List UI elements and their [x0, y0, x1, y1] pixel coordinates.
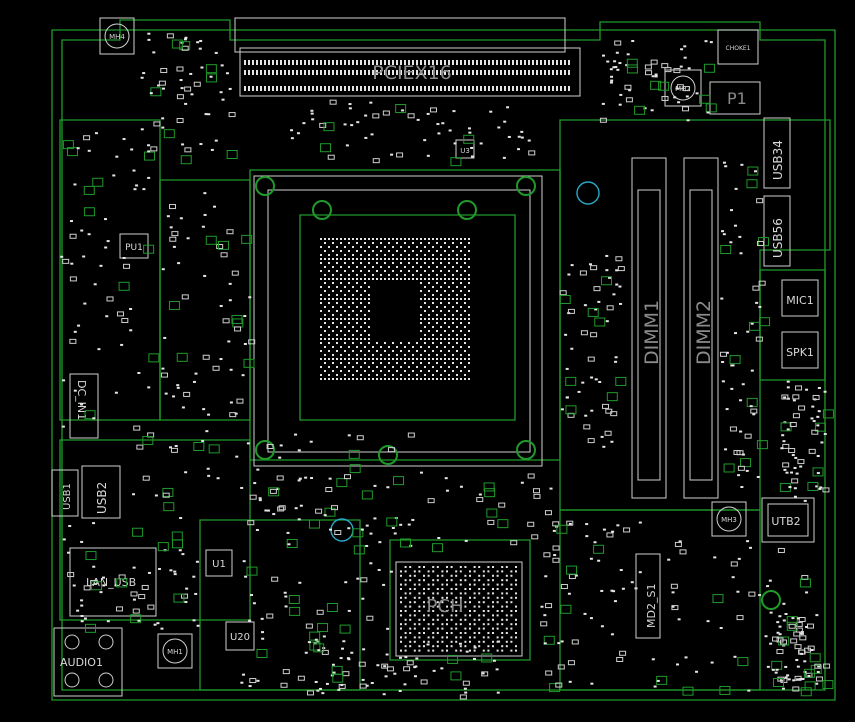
mh1-label: MH1 [167, 648, 183, 656]
usb2-connector: USB2 [81, 465, 121, 519]
p1-label: P1 [727, 89, 747, 108]
smd-components [60, 32, 834, 700]
mic-label: MIC1 [786, 294, 813, 307]
mh4-label: MH4 [109, 33, 125, 41]
dimm2-label: DIMM2 [693, 300, 715, 365]
spk-connector: SPK1 [781, 331, 819, 369]
u3-label: U3 [460, 147, 470, 155]
choke-label: CHOKE1 [726, 45, 751, 52]
usb56-connector: USB56 [763, 195, 791, 267]
md2-label: MD2_S1 [645, 584, 658, 628]
pcie-slot: PCIEX16 [234, 17, 581, 97]
spk-label: SPK1 [786, 346, 814, 359]
mh3-label: MH3 [721, 516, 737, 524]
mic-connector: MIC1 [781, 279, 819, 317]
usb56-label: USB56 [771, 218, 785, 258]
dcin-label: DC_IN1 [75, 380, 88, 420]
pch-label: PCH [427, 596, 464, 617]
usb2-label: USB2 [95, 482, 109, 514]
dimm1-label: DIMM1 [641, 300, 663, 365]
dimm-slot-2: DIMM2 [683, 157, 719, 499]
pu1-chip: PU1 [119, 233, 149, 259]
utb2-label: UTB2 [771, 515, 800, 528]
u1-label: U1 [212, 559, 226, 570]
cpu-socket [253, 175, 543, 467]
pch-chip: PCH [395, 561, 523, 657]
lan-usb-label: LAN_USB [86, 576, 136, 589]
pcie-label: PCIEX16 [372, 62, 452, 84]
choke-component: CHOKE1 [717, 29, 759, 65]
usb34-connector: USB34 [763, 117, 791, 189]
usb34-label: USB34 [771, 140, 785, 180]
md2-slot: MD2_S1 [635, 553, 661, 639]
utb2-chip: UTB2 [761, 497, 815, 543]
usb1-label: USB1 [62, 483, 73, 510]
usb1-connector: USB1 [51, 469, 79, 517]
u3-chip: U3 [455, 139, 475, 159]
u20-label: U20 [230, 632, 250, 643]
dimm-slot-1: DIMM1 [631, 157, 667, 499]
u20-chip: U20 [225, 621, 255, 651]
audio-label: AUDIO1 [60, 656, 103, 669]
p1-connector: P1 [709, 81, 761, 115]
pu1-label: PU1 [125, 243, 143, 253]
board-outline [51, 19, 836, 701]
audio-connector: AUDIO1 [53, 627, 123, 697]
u1-chip: U1 [205, 549, 233, 577]
dc-in-connector: DC_IN1 [69, 373, 99, 439]
